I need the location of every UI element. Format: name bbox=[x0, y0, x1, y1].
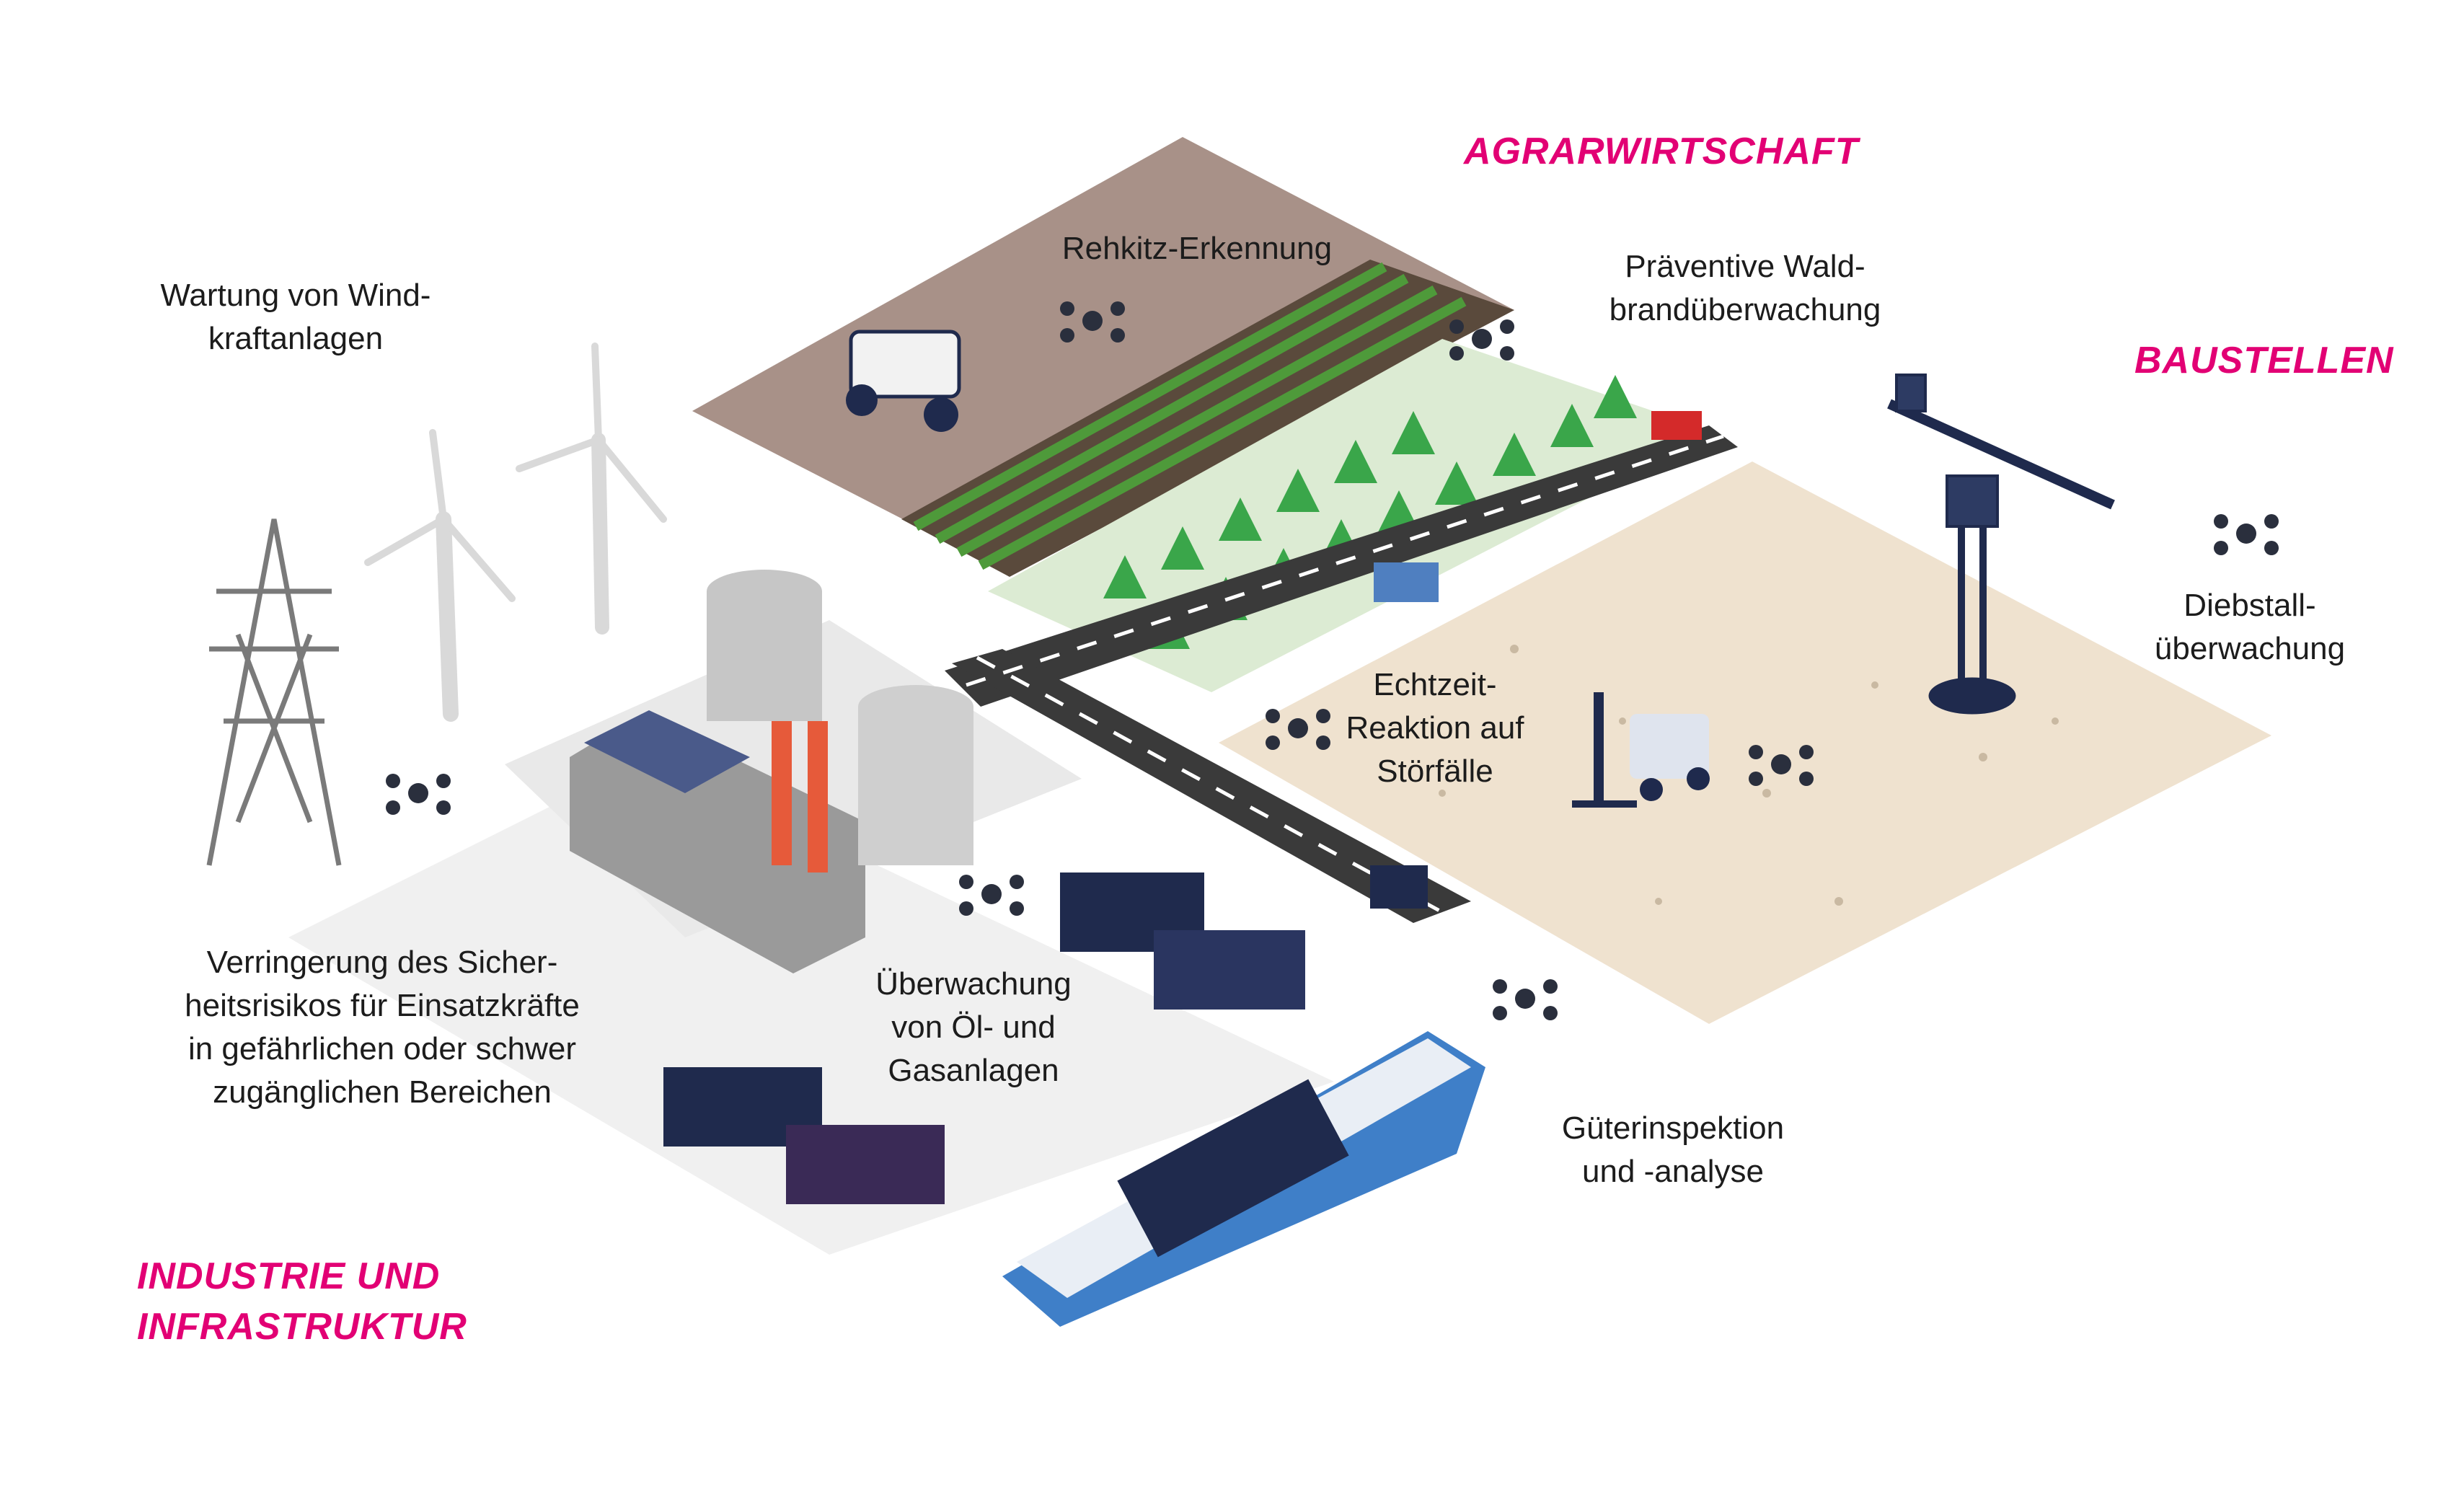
road-markings bbox=[966, 434, 1724, 914]
ship-icon bbox=[1002, 1031, 1485, 1327]
crop-rows bbox=[913, 262, 1467, 570]
label-line: Präventive Wald- bbox=[1625, 249, 1865, 284]
drone-icon bbox=[1493, 979, 1558, 1020]
drone-icon bbox=[2214, 514, 2279, 555]
label-line: Reaktion auf bbox=[1346, 710, 1524, 746]
label-line: Wartung von Wind- bbox=[160, 278, 431, 313]
tree-icon bbox=[1435, 461, 1478, 505]
container-stacks bbox=[663, 873, 1305, 1204]
drone-icon bbox=[1266, 709, 1330, 750]
section-construction: BAUSTELLEN bbox=[2134, 335, 2394, 386]
section-industry-line1: INDUSTRIE UND bbox=[137, 1255, 441, 1297]
section-construction-text: BAUSTELLEN bbox=[2134, 340, 2394, 381]
label-line: Diebstall- bbox=[2183, 588, 2316, 623]
drone-icon bbox=[1060, 301, 1125, 343]
section-agriculture-text: AGRARWIRTSCHAFT bbox=[1464, 131, 1859, 172]
label-line: Rehkitz-Erkennung bbox=[1061, 231, 1333, 266]
tree-icon bbox=[1276, 469, 1320, 512]
label-line: Überwachung bbox=[875, 966, 1072, 1002]
label-line: Gasanlagen bbox=[888, 1053, 1059, 1088]
wind-turbine-icon bbox=[364, 429, 516, 722]
tree-icon bbox=[1392, 411, 1435, 454]
road-vertical bbox=[952, 649, 1471, 923]
crane-icon bbox=[1887, 374, 2115, 715]
construction-ground bbox=[1219, 461, 2271, 1024]
tree-icon bbox=[1334, 440, 1377, 483]
tree-icon bbox=[1161, 526, 1204, 570]
drone-icon bbox=[1749, 745, 1814, 786]
section-industry: INDUSTRIE UND INFRASTRUKTUR bbox=[137, 1251, 467, 1352]
label-goods-inspection: Güterinspektion und -analyse bbox=[1522, 1107, 1824, 1193]
label-line: Echtzeit- bbox=[1373, 667, 1497, 702]
label-line: und -analyse bbox=[1582, 1154, 1764, 1189]
sand-speckles bbox=[1439, 645, 2059, 906]
label-line: Verringerung des Sicher- bbox=[206, 945, 558, 980]
tree-icon bbox=[1550, 404, 1594, 447]
tree-icon bbox=[1103, 555, 1147, 598]
label-line: überwachung bbox=[2154, 631, 2346, 666]
field-plot bbox=[692, 137, 1514, 548]
label-line: Störfälle bbox=[1377, 754, 1493, 789]
label-theft-monitoring: Diebstall- überwachung bbox=[2134, 584, 2365, 671]
drone-icon bbox=[386, 774, 451, 815]
label-line: brandüberwachung bbox=[1609, 292, 1881, 327]
wind-turbine-icon bbox=[516, 343, 667, 635]
tractor-icon bbox=[846, 330, 961, 432]
label-forest-fire: Präventive Wald- brandüberwachung bbox=[1565, 245, 1925, 332]
truck-icon bbox=[1374, 562, 1439, 602]
label-fawn-detection: Rehkitz-Erkennung bbox=[1031, 227, 1363, 270]
label-line: heitsrisikos für Einsatzkräfte bbox=[185, 988, 580, 1023]
section-agriculture: AGRARWIRTSCHAFT bbox=[1464, 126, 1859, 177]
label-line: kraftanlagen bbox=[208, 321, 384, 356]
label-wind-maintenance: Wartung von Wind- kraftanlagen bbox=[144, 274, 447, 361]
label-oil-gas: Überwachung von Öl- und Gasanlagen bbox=[844, 963, 1103, 1092]
forklift-icon bbox=[1572, 692, 1710, 808]
factory-icon bbox=[570, 570, 973, 973]
label-safety-risk: Verringerung des Sicher- heitsrisikos fü… bbox=[130, 941, 635, 1114]
label-line: in gefährlichen oder schwer bbox=[187, 1031, 577, 1066]
label-incident-response: Echtzeit- Reaktion auf Störfälle bbox=[1327, 663, 1543, 793]
label-line: von Öl- und bbox=[891, 1010, 1056, 1045]
industry-ground bbox=[288, 757, 1334, 1255]
tree-icon bbox=[1219, 498, 1262, 541]
power-pylon-icon bbox=[206, 518, 342, 866]
car-dark bbox=[1370, 865, 1428, 909]
section-industry-line2: INFRASTRUKTUR bbox=[137, 1306, 467, 1348]
label-line: zugänglichen Bereichen bbox=[213, 1074, 552, 1110]
car-red bbox=[1651, 411, 1702, 440]
label-line: Güterinspektion bbox=[1561, 1110, 1785, 1146]
tree-icon bbox=[1594, 375, 1637, 418]
drone-icon bbox=[1449, 319, 1514, 361]
drone-icon bbox=[959, 875, 1024, 916]
tree-icon bbox=[1493, 433, 1536, 476]
